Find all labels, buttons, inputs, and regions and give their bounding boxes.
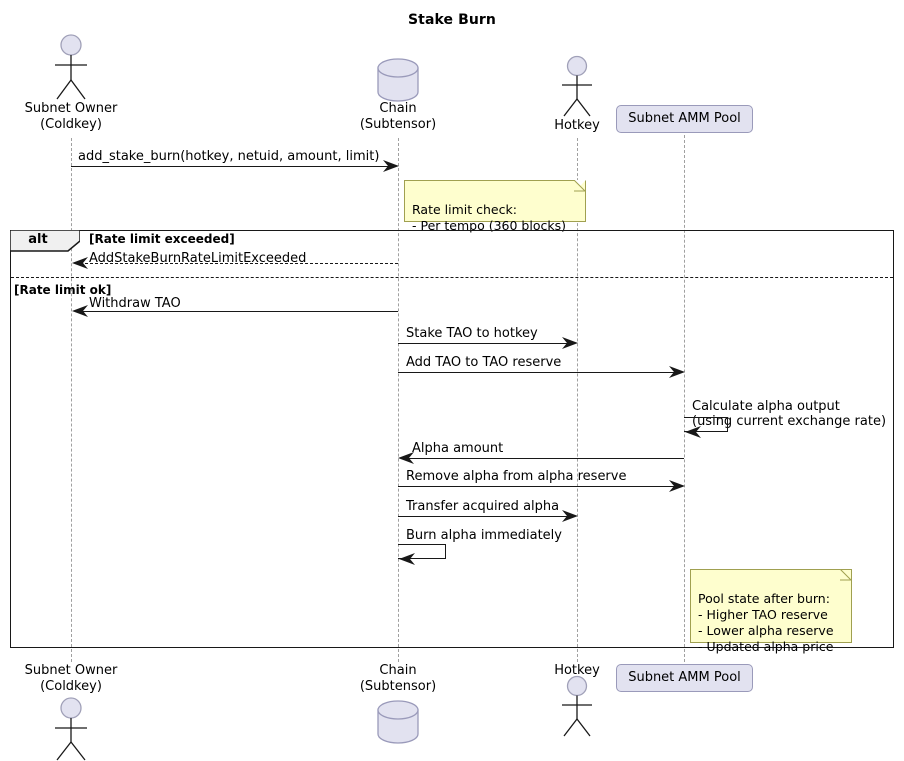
note-fold-corner-icon-2 [840,569,852,581]
message-line-8 [398,486,678,487]
participant-label-coldkey-line1: Subnet Owner [24,101,118,116]
message-arrowhead-1 [382,159,400,173]
message-label-9: Transfer acquired alpha [406,499,560,514]
participant-label-coldkey-top: Subnet Owner (Coldkey) [0,101,142,133]
message-label-4: Stake TAO to hotkey [406,326,538,341]
message-arrowhead-6 [684,425,702,439]
note-pool-state-text: Pool state after burn: - Higher TAO rese… [698,591,834,654]
message-arrowhead-3 [71,304,89,318]
message-label-7: Alpha amount [412,441,504,456]
alt-operator-label: alt [28,232,48,247]
message-line-2 [80,263,398,264]
participant-label-chain-line2: (Subtensor) [359,117,437,132]
actor-hotkey-bottom [552,675,602,737]
participant-label-chain-top: Chain (Subtensor) [328,101,468,133]
message-arrowhead-8 [668,479,686,493]
alt-branch-2-guard: [Rate limit ok] [14,283,112,297]
lifeline-pool [684,135,685,662]
participant-label-hotkey-bottom-line1: Hotkey [554,663,600,678]
message-line-3 [80,311,398,312]
message-label-8: Remove alpha from alpha reserve [406,469,627,484]
alt-branch-1-guard: [Rate limit exceeded] [89,232,235,246]
participant-label-coldkey-line2: (Coldkey) [40,117,102,132]
note-fold-line-icon [574,180,586,192]
actor-coldkey-bottom [46,697,96,761]
message-arrowhead-7 [397,451,415,465]
participant-label-hotkey-bottom: Hotkey [527,663,627,679]
message-label-3: Withdraw TAO [89,296,181,311]
participant-box-pool-bottom[interactable]: Subnet AMM Pool [616,664,753,692]
message-arrowhead-4 [561,336,579,350]
message-label-5: Add TAO to TAO reserve [406,355,562,370]
participant-label-coldkey-bottom-line2: (Coldkey) [40,679,102,694]
message-label-2: AddStakeBurnRateLimitExceeded [89,251,307,266]
message-line-4 [398,343,571,344]
lifeline-coldkey [71,138,72,662]
message-arrowhead-9 [561,509,579,523]
participant-label-chain-bottom-line2: (Subtensor) [359,679,437,694]
lifeline-hotkey [577,138,578,662]
message-arrowhead-5 [668,365,686,379]
participant-label-pool-top: Subnet AMM Pool [628,111,741,126]
diagram-title: Stake Burn [407,12,497,28]
alt-operator-label-box: alt [9,229,81,256]
message-selfloop-10 [398,544,446,559]
participant-label-pool-bottom: Subnet AMM Pool [628,670,741,685]
actor-coldkey-top [46,34,96,100]
participant-label-chain-bottom: Chain (Subtensor) [328,663,468,695]
database-chain-top [375,58,421,102]
message-label-6: Calculate alpha output (using current ex… [692,384,886,429]
alt-fragment-frame [10,230,894,648]
message-selfloop-6 [684,417,728,432]
message-line-5 [398,372,678,373]
note-pool-state: Pool state after burn: - Higher TAO rese… [690,569,852,654]
note-rate-limit-text: Rate limit check: - Per tempo (360 block… [412,202,566,233]
database-chain-bottom [375,700,421,744]
message-label-10: Burn alpha immediately [406,528,562,543]
note-rate-limit-check: Rate limit check: - Per tempo (360 block… [404,180,586,233]
participant-label-coldkey-bottom: Subnet Owner (Coldkey) [0,663,142,695]
message-line-7 [406,458,684,459]
actor-hotkey-top [552,55,602,117]
alt-branch-divider [11,277,893,278]
message-line-1 [71,166,392,167]
message-label-6-text: Calculate alpha output (using current ex… [692,399,887,429]
lifeline-chain [398,138,399,662]
note-fold-corner-icon [575,180,586,191]
participant-label-coldkey-bottom-line1: Subnet Owner [24,663,118,678]
participant-label-hotkey-top: Hotkey [527,118,627,134]
message-arrowhead-2 [71,256,89,270]
message-label-1: add_stake_burn(hotkey, netuid, amount, l… [78,149,380,164]
message-arrowhead-10 [398,552,416,566]
participant-label-chain-line1: Chain [379,101,417,116]
participant-label-chain-bottom-line1: Chain [379,663,417,678]
participant-box-pool-top[interactable]: Subnet AMM Pool [616,105,753,133]
participant-label-hotkey-line1: Hotkey [554,118,600,133]
message-line-9 [398,516,571,517]
